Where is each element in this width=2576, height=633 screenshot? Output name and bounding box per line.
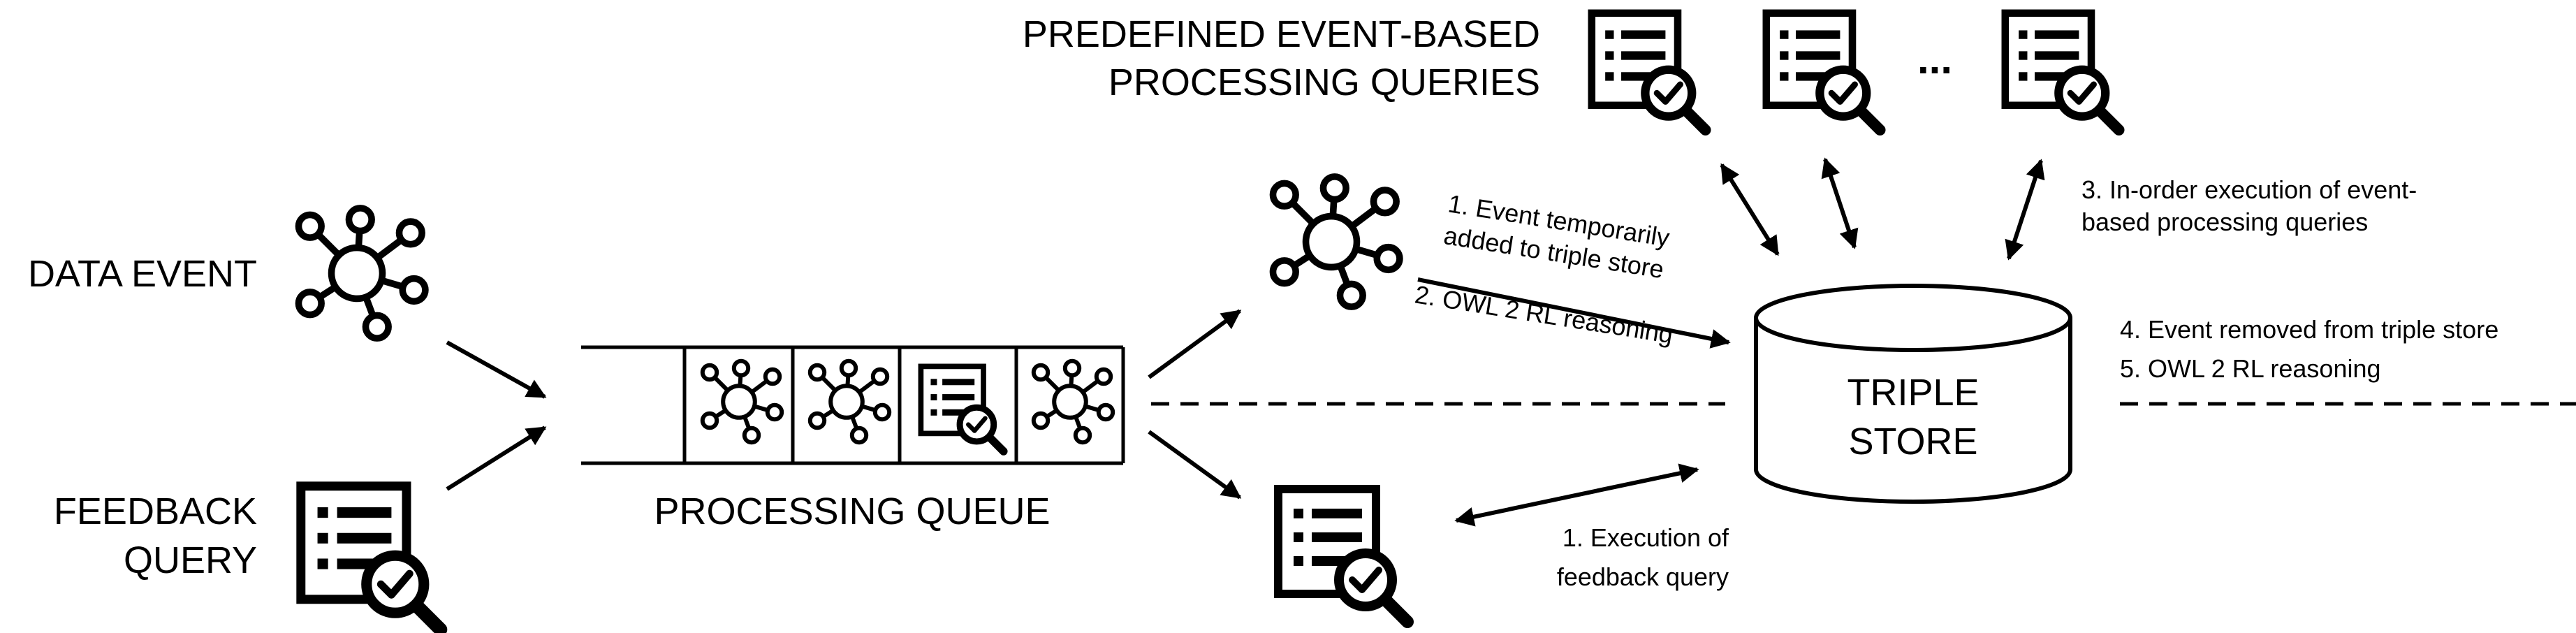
predefined-query-icon-1 — [1592, 13, 1706, 130]
triple-store-label-line1: TRIPLE — [1847, 372, 1979, 414]
queue-query-icon — [921, 366, 1003, 451]
feedback-query-icon — [301, 486, 441, 630]
step3-label-line2: based processing queries — [2081, 208, 2368, 236]
predefined-query-icon-2 — [1766, 13, 1880, 130]
query-store-arrow-2 — [1821, 157, 1859, 249]
queue-event-icon-1 — [703, 361, 782, 442]
data-event-label: DATA EVENT — [28, 253, 257, 295]
step2-label: 2. OWL 2 RL reasoning — [1413, 280, 1675, 349]
processed-event-icon — [1273, 177, 1399, 307]
feedback-to-queue-arrow — [446, 425, 547, 491]
feedback-label-line2: QUERY — [124, 539, 257, 581]
queue-to-feedback-arrow — [1148, 430, 1242, 500]
processed-feedback-query-icon — [1278, 489, 1407, 622]
predefined-label-line2: PROCESSING QUERIES — [1108, 61, 1540, 103]
ellipsis-label: ... — [1917, 36, 1952, 82]
predefined-query-icon-3 — [2005, 13, 2119, 130]
event-to-store-arrow — [1417, 277, 1731, 349]
feedback-exec-label-line2: feedback query — [1557, 562, 1729, 591]
data-event-icon — [298, 208, 425, 338]
queue-event-icon-3 — [1034, 361, 1113, 442]
step4-label: 4. Event removed from triple store — [2120, 315, 2498, 344]
event-to-queue-arrow — [446, 340, 547, 399]
processing-queue — [581, 345, 1125, 465]
feedback-store-arrow — [1454, 463, 1699, 527]
query-store-arrow-3 — [2005, 159, 2045, 261]
predefined-label-line1: PREDEFINED EVENT-BASED — [1023, 13, 1540, 55]
step5-label: 5. OWL 2 RL reasoning — [2120, 354, 2381, 383]
feedback-label-line1: FEEDBACK — [54, 490, 257, 532]
feedback-exec-label-line1: 1. Execution of — [1563, 523, 1729, 552]
query-store-arrow-1 — [1720, 163, 1780, 256]
triple-store-label-line2: STORE — [1848, 421, 1977, 463]
processing-queue-label: PROCESSING QUEUE — [654, 490, 1050, 532]
queue-to-event-arrow — [1148, 309, 1242, 379]
triple-store-cylinder — [1754, 284, 2072, 504]
step3-label-line1: 3. In-order execution of event- — [2081, 175, 2417, 204]
queue-event-icon-2 — [810, 361, 889, 442]
